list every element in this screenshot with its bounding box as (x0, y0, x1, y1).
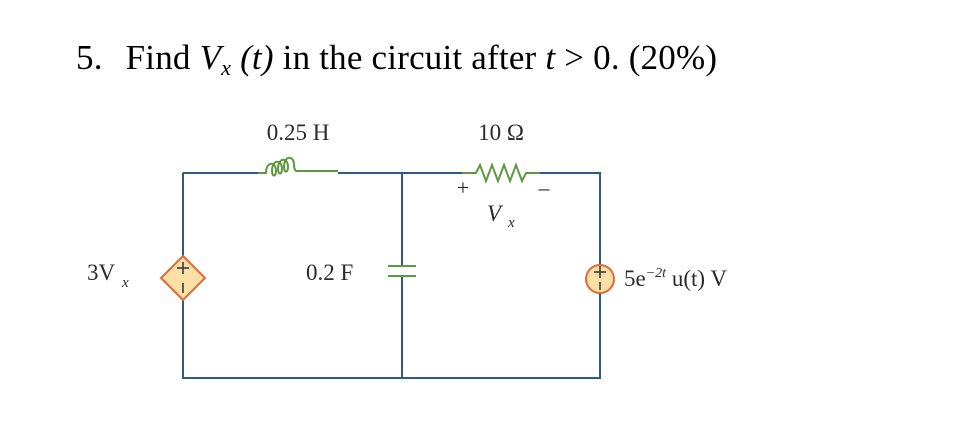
vx-label: V (487, 201, 504, 226)
problem-statement: 5. Find Vx (t) in the circuit after t > … (76, 38, 717, 81)
wire-bottom (182, 292, 601, 379)
vx-label-sub: x (507, 215, 515, 231)
inductor: 0.25 H (258, 120, 338, 177)
capacitor: 0.2 F (306, 260, 416, 285)
voltage-source-circle (585, 264, 615, 294)
vs-rest: u(t) V (666, 266, 727, 291)
capacitor-label: 0.2 F (306, 260, 353, 285)
text-mid: in the circuit after (282, 38, 537, 77)
inductor-coil (258, 156, 338, 177)
dep-source-label: 3V (87, 260, 116, 285)
vx-minus-sign: – (538, 175, 551, 200)
text-find: Find (125, 38, 191, 77)
dependent-voltage-source: 3V x (87, 254, 207, 302)
dep-source-label-sub: x (121, 275, 129, 291)
vs-exponent: −2t (646, 266, 667, 281)
var-v: V (199, 38, 222, 77)
var-v-sub: x (221, 55, 232, 80)
dependent-source-diamond (159, 254, 207, 302)
inductor-label: 0.25 H (267, 120, 330, 145)
var-t: t (545, 38, 556, 77)
var-arg: (t) (240, 38, 274, 77)
resistor-zigzag (462, 162, 540, 184)
circuit-wires (182, 172, 601, 379)
resistor: 10 Ω + – V x (457, 120, 551, 231)
vs-base: 5e (624, 266, 646, 291)
text-after: > 0. (20%) (564, 38, 718, 77)
resistor-label: 10 Ω (478, 120, 524, 145)
wire-top-right (540, 172, 601, 265)
problem-number: 5. (76, 38, 103, 77)
voltage-source-label: 5e−2t u(t) V (624, 266, 727, 291)
vx-plus-sign: + (457, 175, 469, 200)
independent-voltage-source: 5e−2t u(t) V (585, 264, 727, 294)
